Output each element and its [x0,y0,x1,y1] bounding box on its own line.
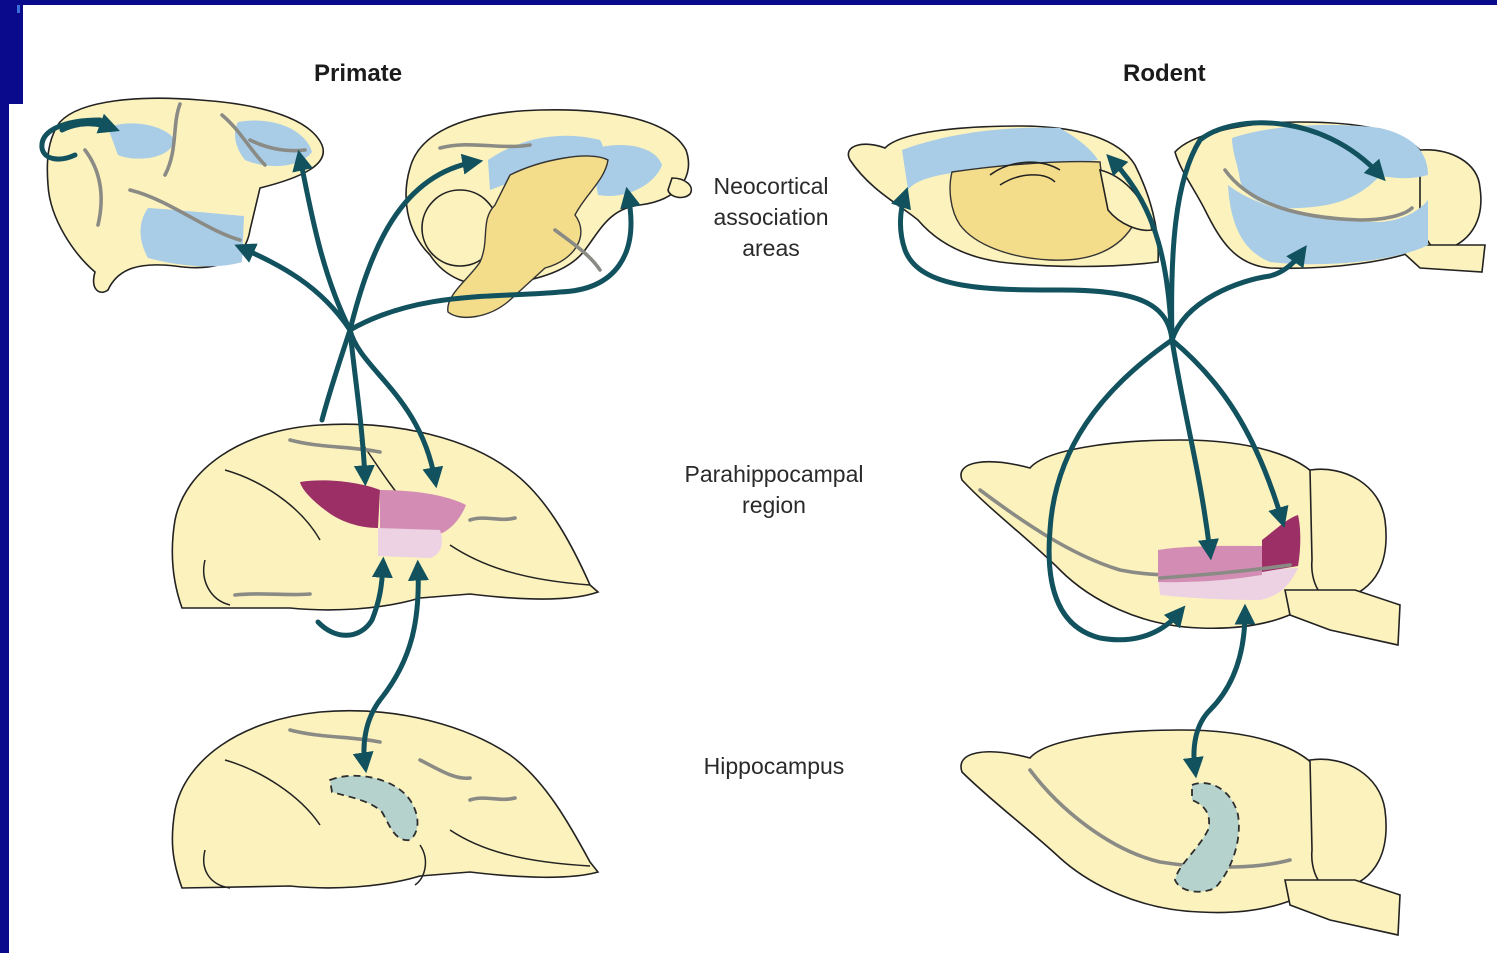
rodent-heading: Rodent [1123,60,1206,88]
neocortical-label: Neocortical association areas [690,171,852,264]
rodent-hippocampus-brain [961,730,1400,935]
parahippocampal-label: Parahippocampal region [660,459,888,521]
rodent-lateral-brain [1175,122,1485,272]
rodent-medial-brain [848,126,1158,267]
primate-lateral-brain [47,98,323,292]
hippocampus-label: Hippocampus [680,751,868,782]
primate-parahippocampal-brain [172,424,598,610]
primate-heading: Primate [314,60,402,88]
primate-medial-brain [406,110,691,318]
primate-hippocampus-brain [172,711,598,888]
